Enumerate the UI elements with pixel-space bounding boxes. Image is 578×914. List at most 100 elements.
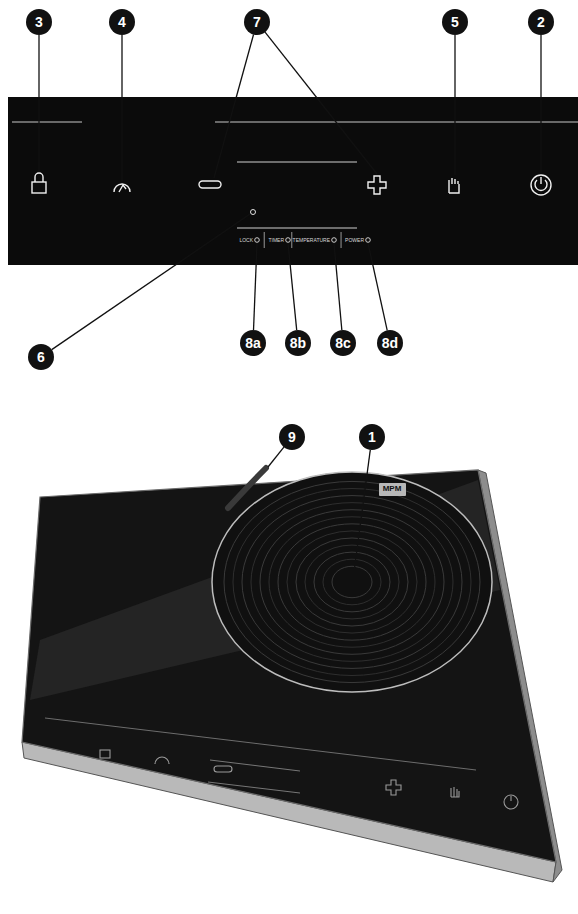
power-ring	[531, 175, 551, 195]
node-text: 8b	[290, 336, 306, 350]
node-text: 8a	[245, 336, 261, 350]
hob-lock-icon	[100, 750, 110, 758]
leader-line	[268, 447, 284, 467]
hand-shape	[449, 178, 459, 193]
led-dot	[332, 238, 337, 243]
node-text: 1	[368, 430, 376, 444]
leader-line	[334, 243, 342, 330]
glass-top	[22, 470, 556, 862]
callout-number: 8b	[285, 330, 311, 356]
node-text: 8c	[335, 336, 351, 350]
led-separator	[291, 232, 292, 248]
callout-number: 9	[279, 424, 305, 450]
callout-number: 6	[28, 344, 54, 370]
plus-icon	[368, 176, 386, 194]
leader-line	[38, 35, 39, 172]
hob-slider-line	[208, 782, 300, 793]
panel-line	[12, 121, 82, 123]
power-cord	[228, 468, 266, 508]
zone-texture-ring	[269, 517, 435, 647]
slider-line	[237, 227, 357, 228]
badge-logo: MPM	[379, 483, 406, 496]
leader-line	[288, 243, 297, 330]
zone-texture-ring	[242, 496, 462, 669]
zone-outline	[212, 472, 492, 692]
hob-panel-line	[45, 718, 476, 770]
leader-lines	[39, 32, 541, 572]
led-separators	[264, 232, 341, 248]
node-text: 7	[253, 15, 261, 29]
leader-line	[254, 243, 257, 330]
indicator-label: TEMPERATURE	[293, 238, 330, 243]
zone-texture-ring	[314, 552, 390, 612]
control-panel	[8, 97, 578, 265]
zone-texture-ring	[323, 559, 381, 605]
leader-line	[454, 35, 455, 175]
indicator-label: TIMER	[268, 238, 284, 243]
node-text: 9	[288, 430, 296, 444]
node-text: 5	[451, 15, 459, 29]
node-text: 2	[537, 15, 545, 29]
callout-number: 2	[528, 9, 554, 35]
callout-number: 7	[244, 9, 270, 35]
node-text: 6	[37, 350, 45, 364]
zone-texture-ring	[251, 503, 453, 662]
lock-icon	[32, 173, 46, 193]
led-dot	[366, 238, 371, 243]
hob-slider-line	[210, 760, 300, 771]
hob-plus-icon	[386, 780, 401, 795]
zone-texture-ring	[287, 531, 417, 633]
zone-texture-ring	[278, 524, 426, 640]
zone-texture-ring	[305, 545, 399, 619]
hob-power-bar	[510, 796, 511, 801]
node-text: 4	[118, 15, 126, 29]
boost-icon	[114, 184, 130, 192]
slider-line	[237, 161, 357, 162]
led-dot	[255, 238, 260, 243]
panel-line	[215, 121, 578, 123]
hob-hand-icon	[451, 787, 459, 797]
node-text: 8d	[382, 336, 398, 350]
led-separator	[341, 232, 342, 248]
panel-band	[8, 97, 578, 265]
lock-body	[32, 182, 46, 193]
hand-icon	[449, 178, 459, 193]
zone-texture-ring	[296, 538, 408, 626]
zone-texture-ring	[332, 566, 372, 597]
led-dot	[286, 238, 291, 243]
indicator-label: LOCK	[239, 238, 253, 243]
zone-texture-ring	[260, 510, 444, 655]
leader-line	[354, 450, 370, 572]
leader-line	[368, 243, 387, 330]
led-separator	[264, 232, 265, 248]
leader-line	[52, 214, 250, 350]
minus-icon	[199, 181, 221, 188]
leader-line	[540, 35, 541, 173]
power-icon	[531, 175, 551, 195]
hob-power-icon	[504, 795, 518, 809]
callout-number: 8d	[377, 330, 403, 356]
hob-icons	[100, 750, 518, 809]
slider-dot	[251, 210, 256, 215]
callout-number: 8a	[240, 330, 266, 356]
led-dots	[255, 238, 371, 243]
node-text: MPM	[383, 485, 402, 493]
power-bar	[540, 177, 541, 184]
callout-number: 4	[109, 9, 135, 35]
callout-number: 1	[359, 424, 385, 450]
node-text: 3	[35, 15, 43, 29]
panel-icons	[32, 173, 551, 195]
boost-needle	[119, 185, 126, 192]
hob-minus-icon	[214, 766, 232, 772]
leader-line	[265, 32, 377, 174]
indicator-label: POWER	[345, 238, 364, 243]
hob-boost-icon	[155, 757, 169, 764]
lock-shackle	[35, 173, 43, 182]
callout-number: 3	[26, 9, 52, 35]
induction-hob	[22, 468, 562, 882]
leader-line	[121, 35, 122, 181]
zone-texture-ring	[224, 481, 480, 682]
callout-number: 5	[442, 9, 468, 35]
